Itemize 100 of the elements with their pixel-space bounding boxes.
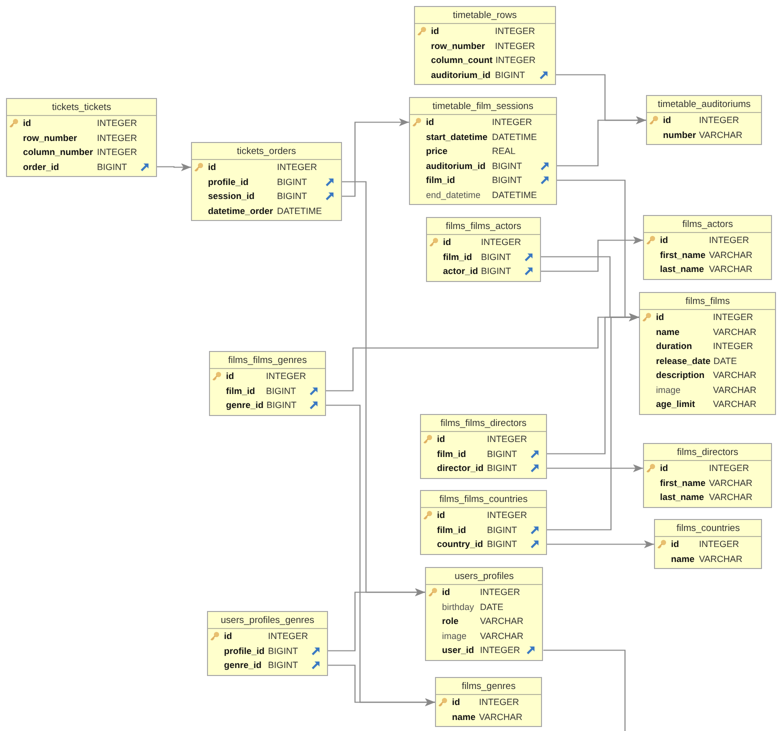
column-type: VARCHAR — [713, 370, 758, 380]
column-name: description — [656, 370, 706, 380]
column-name: genre_id — [224, 660, 263, 670]
entity-table — [414, 6, 556, 85]
column-type: DATETIME — [492, 132, 538, 142]
table-title: timetable_rows — [415, 7, 555, 24]
column-type: BIGINT — [487, 463, 518, 474]
column-name: user_id — [442, 645, 476, 656]
column-name: last_name — [660, 492, 706, 502]
column-name: auditorium_id — [426, 160, 487, 171]
column-type: INTEGER — [492, 117, 534, 128]
column-name: duration — [656, 341, 693, 352]
column-name: film_id — [437, 524, 468, 535]
column-type: BIGINT — [277, 176, 308, 187]
entity-table — [6, 98, 158, 177]
column-name: id — [226, 371, 235, 382]
entity-table — [643, 443, 772, 508]
relationship-line — [547, 464, 643, 472]
column-type: BIGINT — [268, 646, 300, 656]
column-type: BIGINT — [266, 386, 298, 396]
table-title: films_genres — [436, 678, 542, 695]
column-name: profile_id — [224, 646, 266, 656]
column-name: row_number — [431, 40, 486, 51]
column-type: INTEGER — [480, 587, 522, 598]
column-type: BIGINT — [487, 539, 518, 550]
column-type: VARCHAR — [713, 326, 758, 337]
table-title: films_films_directors — [421, 415, 546, 432]
column-type: VARCHAR — [713, 384, 758, 395]
column-type: INTEGER — [496, 55, 537, 66]
column-name: session_id — [208, 191, 256, 202]
column-name: id — [437, 434, 446, 444]
column-type: BIGINT — [487, 448, 518, 459]
column-name: id — [452, 697, 461, 708]
column-type: INTEGER — [266, 371, 308, 382]
column-name: first_name — [660, 478, 707, 488]
column-type: INTEGER — [495, 26, 536, 36]
table-title: films_films_actors — [427, 218, 540, 235]
column-type: INTEGER — [481, 237, 522, 248]
column-type: BIGINT — [268, 660, 300, 670]
column-type: INTEGER — [709, 235, 750, 246]
column-type: INTEGER — [487, 434, 528, 444]
column-name: name — [671, 554, 696, 564]
table-title: tickets_orders — [192, 143, 341, 160]
column-type: VARCHAR — [709, 264, 754, 274]
column-type: INTEGER — [97, 118, 138, 128]
column-type: INTEGER — [487, 510, 528, 520]
relationship-line — [342, 118, 409, 197]
relationship-line — [547, 313, 639, 530]
column-name: id — [437, 510, 446, 520]
relationship-line — [157, 163, 191, 172]
column-type: DATE — [714, 356, 738, 366]
column-name: id — [660, 463, 669, 474]
column-type: VARCHAR — [480, 616, 524, 626]
column-type: DATE — [480, 602, 504, 612]
table-title: users_profiles_genres — [208, 612, 328, 629]
entity-table — [639, 292, 776, 414]
column-name: datetime_order — [208, 206, 274, 216]
column-name: director_id — [437, 463, 485, 474]
entity-table — [425, 567, 544, 660]
table-title: films_films — [640, 293, 776, 310]
column-name: column_count — [431, 55, 494, 66]
column-type: BIGINT — [487, 524, 518, 535]
table-title: tickets_tickets — [7, 99, 156, 116]
entity-table — [654, 519, 762, 569]
column-name: country_id — [437, 539, 484, 550]
column-name: column_number — [23, 147, 94, 158]
column-type: VARCHAR — [480, 630, 524, 641]
table-title: timetable_film_sessions — [410, 98, 556, 115]
column-name: number — [663, 130, 698, 140]
column-name: name — [452, 712, 477, 722]
column-name: film_id — [426, 175, 456, 186]
relationship-line — [543, 650, 626, 731]
column-type: INTEGER — [97, 147, 138, 158]
column-name: id — [208, 162, 217, 172]
table-title: timetable_auditoriums — [647, 96, 762, 113]
column-type: BIGINT — [266, 400, 298, 410]
column-type: BIGINT — [97, 162, 128, 172]
entity-table — [209, 351, 326, 416]
column-name: end_datetime — [426, 190, 482, 200]
table-title: films_directors — [644, 444, 772, 461]
column-name: name — [656, 326, 681, 337]
column-type: BIGINT — [492, 160, 524, 171]
column-name: id — [656, 312, 665, 322]
column-name: id — [671, 539, 680, 550]
relationship-line — [547, 540, 654, 548]
column-name: role — [442, 616, 460, 626]
column-name: id — [224, 631, 233, 642]
entity-table — [191, 142, 342, 221]
column-name: image — [442, 630, 468, 641]
column-name: last_name — [660, 264, 706, 274]
column-name: actor_id — [443, 266, 480, 276]
table-title: films_countries — [655, 520, 762, 537]
entity-table — [420, 414, 548, 478]
column-type: BIGINT — [481, 266, 512, 276]
relationship-line — [328, 664, 435, 706]
column-name: id — [442, 587, 451, 598]
column-name: id — [426, 117, 435, 128]
table-title: films_films_countries — [421, 491, 546, 508]
column-name: order_id — [23, 162, 60, 172]
column-type: INTEGER — [480, 645, 522, 656]
